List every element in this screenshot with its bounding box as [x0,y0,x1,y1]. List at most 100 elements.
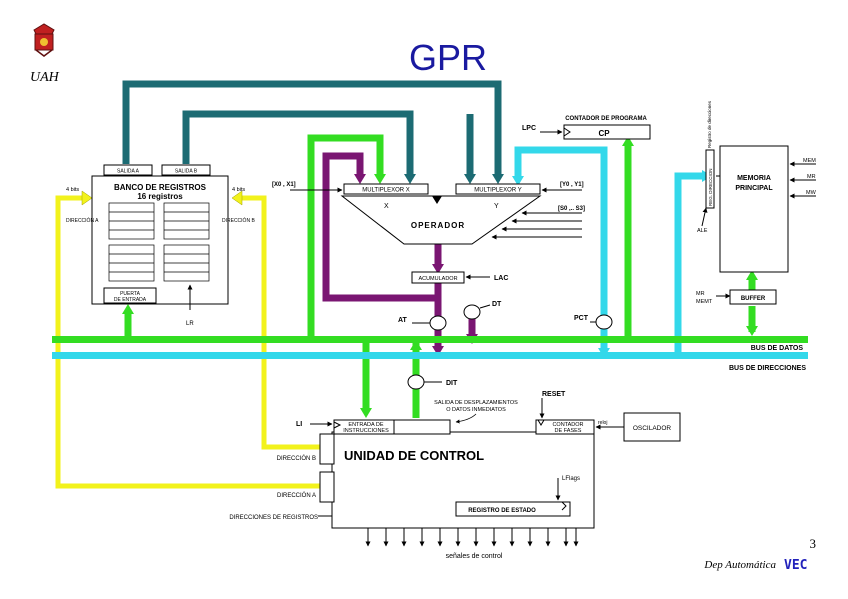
lpc-label: LPC [522,125,536,132]
dir-a-control-label: DIRECCIÓN A [277,492,316,499]
accumulator-box [411,271,465,284]
yellow-arrowheads [81,190,243,206]
svg-text:ACUMULADOR: ACUMULADOR [418,276,457,282]
svg-text:CONTADOR: CONTADOR [552,422,583,428]
svg-text:CP: CP [598,129,610,138]
register-bank-subtitle: 16 registros [137,192,183,201]
dit-label: DIT [446,380,458,387]
cp-box [563,124,651,140]
salida-datos-box [393,419,451,435]
operator-label: OPERADOR [411,221,465,230]
ale-label: ALE [697,228,708,234]
dit-gate [407,374,425,390]
svg-text:Y: Y [494,203,499,210]
teal-arrowheads [404,174,504,184]
uah-logo: UAH [30,23,60,85]
svg-text:MULTIPLEXOR Y: MULTIPLEXOR Y [474,188,521,194]
bits-left-label: 4 bits [66,187,79,193]
datos-inmediatos-label: O DATOS INMEDIATOS [446,407,506,413]
mw-label: MW [806,190,817,196]
mem-label: MEM [803,158,816,164]
at-gate [429,315,447,331]
status-register-box [455,501,571,517]
data-bus-label: BUS DE DATOS [751,345,804,352]
mr2-label: MR [696,291,705,297]
alu: MULTIPLEXOR X MULTIPLEXOR Y X Y OPERADOR… [272,182,585,390]
lr-label: LR [186,321,194,327]
logo-text: UAH [30,70,60,85]
memory: MEMORIA PRINCIPAL REG. DIRECCION Registr… [696,100,817,305]
oscillator-box [623,412,681,442]
lflags-label: LFlags [562,476,580,482]
data-bus [52,336,808,343]
operator-trapezoid [340,195,542,245]
svg-text:INSTRUCCIONES: INSTRUCCIONES [343,428,389,434]
svg-text:MULTIPLEXOR X: MULTIPLEXOR X [362,188,410,194]
pc-title: CONTADOR DE PROGRAMA [565,116,647,122]
address-bus [52,352,808,359]
svg-text:DE ENTRADA: DE ENTRADA [114,297,147,303]
dt-gate [463,304,481,320]
page-title: GPR [409,37,487,78]
dt-label: DT [492,301,502,308]
svg-text:BUFFER: BUFFER [741,296,766,302]
svg-text:DE FASES: DE FASES [555,428,582,434]
memory-box [719,145,789,273]
s-select-lines [491,210,582,240]
reg-dir-vertical: Registro de direcciones [707,100,712,148]
dir-registros-label: DIRECCIONES DE REGISTROS [229,515,318,521]
dir-a-label: DIRECCIÓN A [66,217,99,224]
x-select-label: [X0 , X1] [272,182,296,188]
memt-label: MEMT [696,299,713,305]
reloj-label: reloj [598,420,607,426]
page-number: 3 [810,536,817,551]
s-select-label: [S0 ,.. S3] [558,206,585,212]
bits-right-label: 4 bits [232,187,245,193]
dir-a-box [319,471,335,503]
mux-x-box [343,183,429,195]
footer-dept: Dep Automática [703,559,776,571]
teal-output-buses [122,80,502,178]
cyan-buses [514,146,706,355]
svg-text:MEMORIA: MEMORIA [737,175,771,182]
svg-text:SALIDA A: SALIDA A [117,169,140,175]
y-select-label: [Y0 , Y1] [560,182,584,188]
register-bank-box [91,175,229,305]
svg-text:ENTRADA DE: ENTRADA DE [348,422,383,428]
control-unit: UNIDAD DE CONTROL ENTRADA DE INSTRUCCION… [229,391,681,560]
mux-y-box [455,183,541,195]
dir-b-label: DIRECCIÓN B [222,217,255,224]
reg-dir-label: REG. DIRECCION [708,168,713,206]
footer-vec: VEC [784,558,807,573]
contador-fases-box [535,419,595,435]
at-label: AT [398,317,408,324]
svg-text:PRINCIPAL: PRINCIPAL [735,185,773,192]
register-cells [108,202,210,282]
cyan-arrowheads [512,170,712,358]
control-unit-title: UNIDAD DE CONTROL [344,448,484,463]
dir-b-control-label: DIRECCIÓN B [277,455,316,462]
green-arrowheads [122,136,758,418]
address-register-box [705,149,715,209]
program-counter: CONTADOR DE PROGRAMA CP LPC PCT [522,116,651,330]
dir-b-box [319,433,335,465]
pct-label: PCT [574,315,589,322]
salida-b-box [161,164,211,176]
svg-text:OSCILADOR: OSCILADOR [633,425,672,432]
control-signals-label: señales de control [446,553,503,560]
mr-label: MR [807,174,816,180]
status-register-label: REGISTRO DE ESTADO [468,508,536,514]
register-bank: SALIDA A SALIDA B BANCO DE REGISTROS 16 … [66,164,255,327]
lac-label: LAC [494,275,508,282]
control-signal-lines [365,528,579,547]
svg-text:PUERTA: PUERTA [120,291,140,297]
svg-text:X: X [384,203,389,210]
salida-desplazamientos-label: SALIDA DE DESPLAZAMIENTOS [434,400,518,406]
puerta-entrada-box [103,287,157,304]
reset-label: RESET [542,391,566,398]
li-label: LI [296,421,302,428]
crest-icon [33,23,55,57]
address-bus-label: BUS DE DIRECCIONES [729,365,806,372]
salida-a-box [103,164,153,176]
